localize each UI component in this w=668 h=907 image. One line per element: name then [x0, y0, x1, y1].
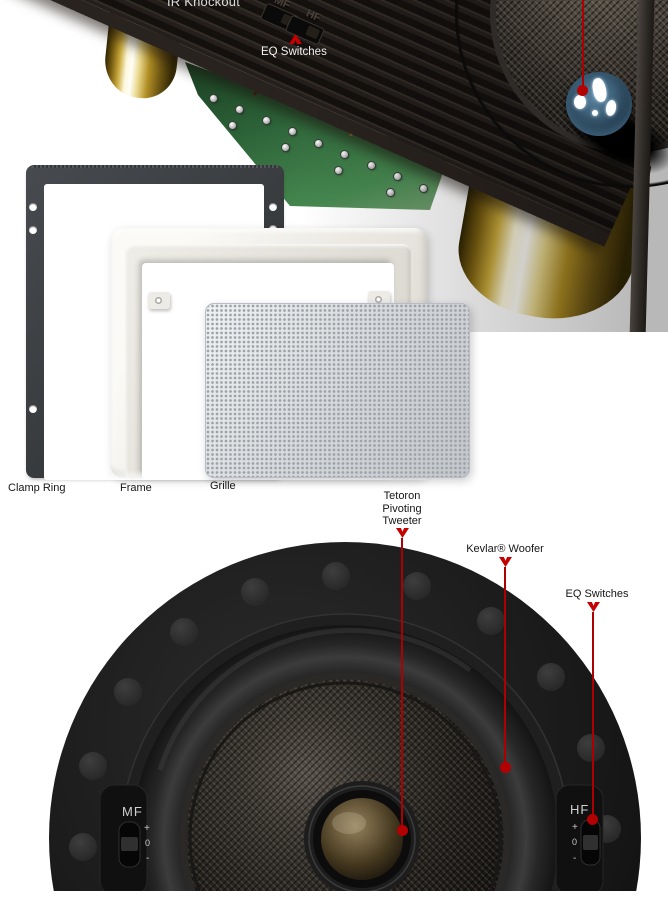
reflection: [604, 99, 618, 117]
solder-pin: [263, 117, 270, 124]
solder-pin: [315, 140, 322, 147]
hf-minus-mark: -: [573, 853, 576, 864]
eq-callout-dot: [587, 814, 598, 825]
solder-pin: [210, 95, 217, 102]
solder-pin: [335, 167, 342, 174]
tweeter-callout-label: Tetoron Pivoting Tweeter: [347, 490, 457, 528]
frame-crop-fade: [111, 470, 427, 480]
eq-switches-rear-label: EQ Switches: [261, 46, 327, 58]
woofer-callout-line: [504, 567, 506, 763]
callout-arrow-down-icon: [587, 602, 600, 612]
reflection: [574, 95, 586, 109]
tweeter-callout-line2: Pivoting: [382, 502, 422, 515]
eq-callout-line: [592, 612, 594, 816]
reflection: [590, 76, 609, 104]
solder-pin: [420, 185, 427, 192]
tweeter-callout-line3: Tweeter: [382, 515, 422, 527]
eq-callout-label: EQ Switches: [565, 588, 629, 600]
hf-plus-mark: +: [572, 822, 578, 833]
solder-pin: [289, 128, 296, 135]
hf-switch-label: HF: [570, 802, 589, 817]
clamp-ring-label: Clamp Ring: [8, 482, 66, 494]
grille-label: Grille: [210, 480, 236, 492]
tetoron-tweeter-dome: [304, 781, 420, 891]
tweeter-callout-dot-top: [577, 85, 588, 96]
hf-zero-mark: 0: [572, 837, 577, 847]
pivoting-tweeter-ball: [566, 72, 632, 136]
tweeter-callout-dot: [397, 825, 408, 836]
tweeter-callout-line1: Tetoron: [383, 490, 421, 502]
mf-minus-mark: -: [146, 853, 149, 864]
speaker-front-photo: MF + 0 - HF + 0 -: [49, 542, 641, 891]
solder-pin: [236, 106, 243, 113]
ir-knockout-label: IR Knockout: [167, 0, 241, 9]
solder-pin: [341, 151, 348, 158]
callout-arrow-down-icon: [499, 557, 512, 567]
bezel-screw-tabs: [69, 562, 621, 861]
tweeter-callout-line: [401, 538, 403, 830]
mf-switch: MF + 0 -: [99, 784, 150, 891]
switch-knob: [305, 25, 321, 40]
solder-pin: [282, 144, 289, 151]
reflection: [592, 110, 598, 116]
mf-zero-mark: 0: [145, 838, 150, 848]
solder-pin: [387, 189, 394, 196]
solder-pin: [368, 162, 375, 169]
hf-slider-knob: [583, 835, 598, 850]
speaker-rear-photo: MF HF IR Knockout EQ Switches: [0, 0, 668, 332]
tweeter-callout-line-top: [582, 0, 584, 87]
solder-pin: [394, 173, 401, 180]
solder-pin: [229, 122, 236, 129]
mf-slider-knob: [121, 837, 138, 851]
mf-switch-label: MF: [122, 804, 143, 819]
callout-arrow-down-icon: [396, 528, 409, 538]
screw-hole: [29, 405, 37, 413]
woofer-callout-label: Kevlar® Woofer: [466, 543, 544, 555]
mf-plus-mark: +: [144, 823, 150, 834]
woofer-callout-dot: [500, 762, 511, 773]
frame-label: Frame: [120, 482, 152, 494]
hf-switch: HF + 0 -: [555, 784, 604, 891]
